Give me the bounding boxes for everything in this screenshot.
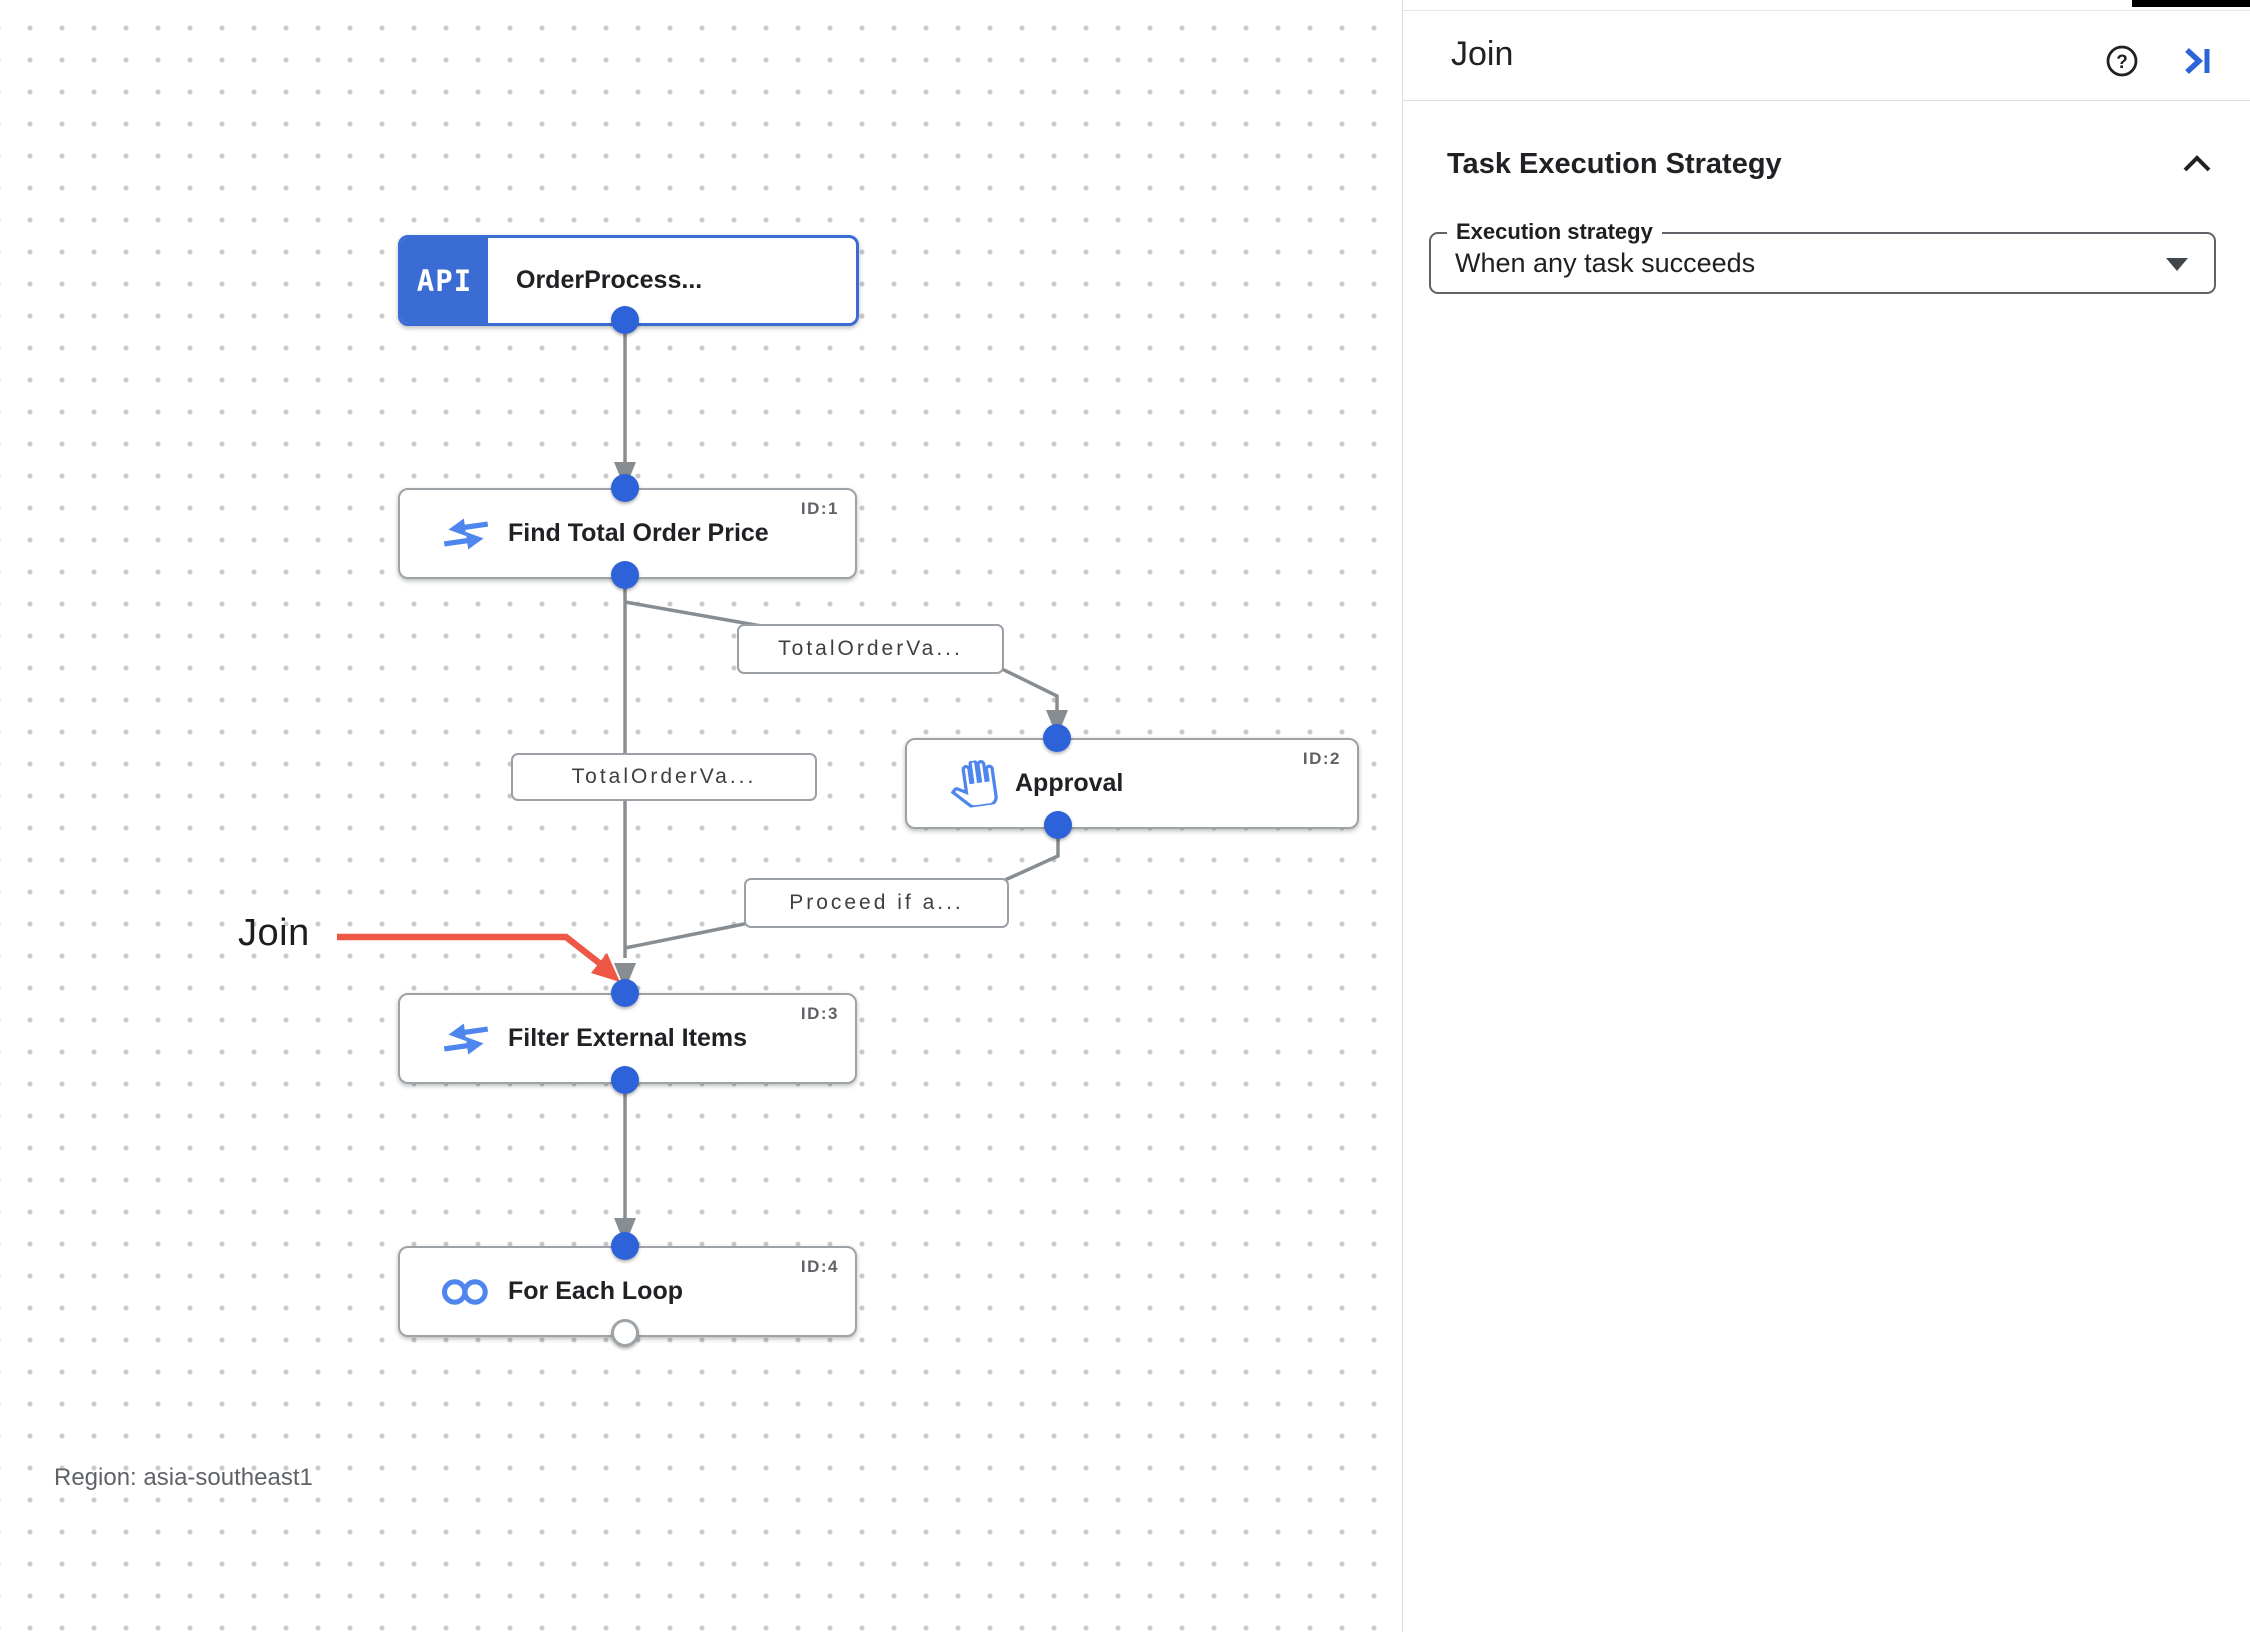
- window-artifact-bar: [2132, 0, 2250, 7]
- execution-strategy-select[interactable]: Execution strategy When any task succeed…: [1429, 219, 2216, 294]
- node-title: Find Total Order Price: [508, 519, 769, 547]
- data-mapping-icon: [438, 516, 494, 552]
- panel-header: Join ?: [1403, 11, 2250, 101]
- node-title: Approval: [1015, 769, 1124, 797]
- port-filter-in[interactable]: [611, 979, 639, 1007]
- port-findtotal-in[interactable]: [611, 474, 639, 502]
- api-trigger-badge: API: [401, 238, 488, 323]
- port-findtotal-out[interactable]: [611, 561, 639, 589]
- arrowhead: [614, 963, 636, 990]
- section-title: Task Execution Strategy: [1447, 148, 1782, 180]
- edge-label-proceed-if[interactable]: Proceed if a...: [744, 878, 1009, 928]
- svg-text:?: ?: [2116, 52, 2128, 73]
- pan-tool-icon: [945, 758, 1001, 809]
- edge-label-totalorderva[interactable]: TotalOrderVa...: [737, 624, 1004, 674]
- select-label: Execution strategy: [1447, 219, 1662, 245]
- region-label: Region: asia-southeast1: [54, 1464, 313, 1491]
- node-title: For Each Loop: [508, 1277, 683, 1305]
- collapse-panel-icon[interactable]: [2177, 41, 2217, 81]
- edge-label-totalorderva[interactable]: TotalOrderVa...: [511, 753, 817, 801]
- node-title: Filter External Items: [508, 1024, 747, 1052]
- node-id-badge: ID:1: [800, 499, 839, 518]
- port-approval-out[interactable]: [1044, 811, 1072, 839]
- dropdown-arrow-icon: [2166, 258, 2188, 271]
- panel-title: Join: [1451, 35, 1514, 73]
- node-id-badge: ID:3: [800, 1004, 839, 1023]
- node-id-badge: ID:2: [1302, 749, 1341, 768]
- chevron-up-icon[interactable]: [2181, 154, 2213, 179]
- flow-canvas[interactable]: TotalOrderVa... TotalOrderVa... Proceed …: [0, 0, 1402, 1632]
- arrowhead: [614, 1218, 636, 1245]
- select-value: When any task succeeds: [1455, 247, 1756, 278]
- loop-icon: [438, 1278, 494, 1306]
- port-approval-in[interactable]: [1043, 724, 1071, 752]
- join-annotation-arrow: [337, 933, 620, 982]
- port-foreach-out-empty[interactable]: [611, 1319, 639, 1347]
- node-id-badge: ID:4: [800, 1257, 839, 1276]
- help-icon[interactable]: ?: [2102, 41, 2142, 81]
- port-filter-out[interactable]: [611, 1066, 639, 1094]
- arrowhead: [1046, 710, 1068, 737]
- section-task-execution-strategy[interactable]: Task Execution Strategy: [1403, 130, 2250, 200]
- node-title: OrderProcess...: [516, 266, 703, 294]
- port-orderprocess-out[interactable]: [611, 306, 639, 334]
- node-approval[interactable]: Approval ID:2: [905, 738, 1359, 829]
- join-annotation-label: Join: [238, 912, 310, 954]
- port-foreach-in[interactable]: [611, 1232, 639, 1260]
- panel-top-divider: [1403, 10, 2250, 11]
- data-mapping-icon: [438, 1021, 494, 1057]
- config-panel: Join ? Task Execution Strategy: [1402, 0, 2250, 1632]
